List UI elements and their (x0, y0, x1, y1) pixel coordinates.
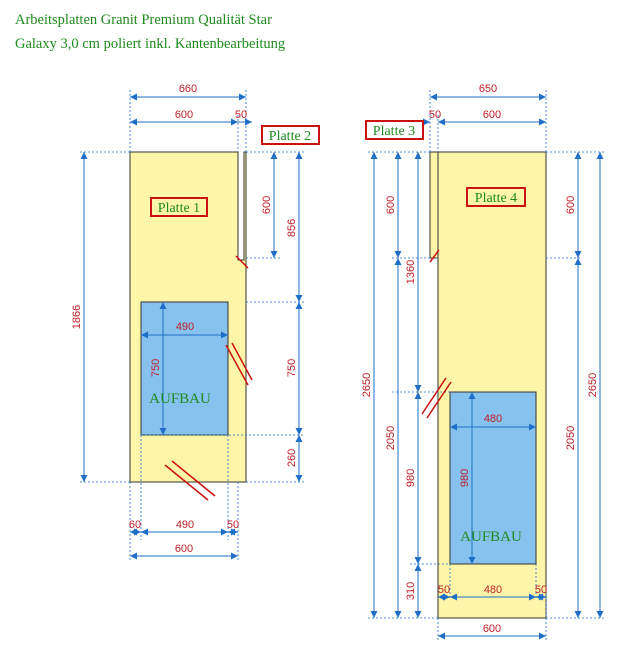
aufbau-right: AUFBAU (460, 529, 522, 545)
label-platte-2: Platte 2 (269, 129, 311, 144)
break-marks-right (421, 249, 452, 419)
extension-lines-right (368, 90, 604, 640)
dim-right-650: 650 (479, 83, 497, 95)
dim-right-1360: 1360 (405, 260, 417, 284)
dim-right-2650-right: 2650 (587, 373, 599, 397)
dim-right-480-inner: 480 (484, 413, 502, 425)
aufbau-left: AUFBAU (149, 391, 211, 407)
break-marks-left (164, 255, 253, 501)
heading-line-1: Arbeitsplatten Granit Premium Qualität S… (15, 12, 272, 28)
cutout-aufbau-left (140, 301, 229, 436)
dim-right-600-left: 600 (385, 196, 397, 214)
dim-left-490-inner: 490 (176, 321, 194, 333)
left-worktop: 660 600 50 1866 600 856 750 260 490 750 … (71, 83, 320, 560)
dim-right-310: 310 (405, 582, 417, 600)
dim-right-980-left: 980 (405, 469, 417, 487)
heading-line-2: Galaxy 3,0 cm poliert inkl. Kantenbearbe… (15, 36, 286, 52)
label-platte-1: Platte 1 (158, 201, 200, 216)
label-platte-3: Platte 3 (373, 124, 415, 139)
dim-left-490-bottom: 490 (176, 519, 194, 531)
dim-left-600-right: 600 (261, 196, 273, 214)
dim-left-660: 660 (179, 83, 197, 95)
dimension-lines-left (80, 93, 303, 560)
dim-left-600-bottom: 600 (175, 543, 193, 555)
label-box-platte-4 (466, 187, 526, 207)
cutout-aufbau-right (449, 391, 537, 565)
dimension-lines-right (370, 93, 604, 640)
dim-right-2650-left: 2650 (361, 373, 373, 397)
heading: Arbeitsplatten Granit Premium Qualität S… (15, 8, 365, 56)
dim-left-50-bottom: 50 (227, 519, 239, 531)
dim-left-50-top: 50 (235, 109, 247, 121)
dim-right-600-top: 600 (483, 109, 501, 121)
dim-left-260: 260 (286, 449, 298, 467)
dim-right-600-right: 600 (565, 196, 577, 214)
dim-right-480-bottom: 480 (484, 584, 502, 596)
dim-right-980-inner: 980 (459, 469, 471, 487)
right-worktop: 650 50 600 2650 600 1360 2050 980 310 60… (361, 83, 604, 640)
dim-left-856: 856 (286, 219, 298, 237)
label-box-platte-3 (365, 120, 424, 140)
label-box-platte-2 (261, 125, 320, 145)
dim-left-1866: 1866 (71, 305, 83, 329)
dim-right-2050-right: 2050 (565, 426, 577, 450)
label-box-platte-1 (150, 197, 208, 217)
dim-left-750-inner: 750 (150, 359, 162, 377)
dim-left-600-top: 600 (175, 109, 193, 121)
dim-right-50-bottom-right: 50 (535, 584, 547, 596)
label-platte-4: Platte 4 (475, 191, 517, 206)
dim-left-750-right: 750 (286, 359, 298, 377)
dim-right-600-bottom: 600 (483, 623, 501, 635)
dim-right-2050-left: 2050 (385, 426, 397, 450)
dim-right-50-bottom-left: 50 (438, 584, 450, 596)
dim-right-50-top: 50 (429, 109, 441, 121)
dim-left-60-bottom: 60 (129, 519, 141, 531)
